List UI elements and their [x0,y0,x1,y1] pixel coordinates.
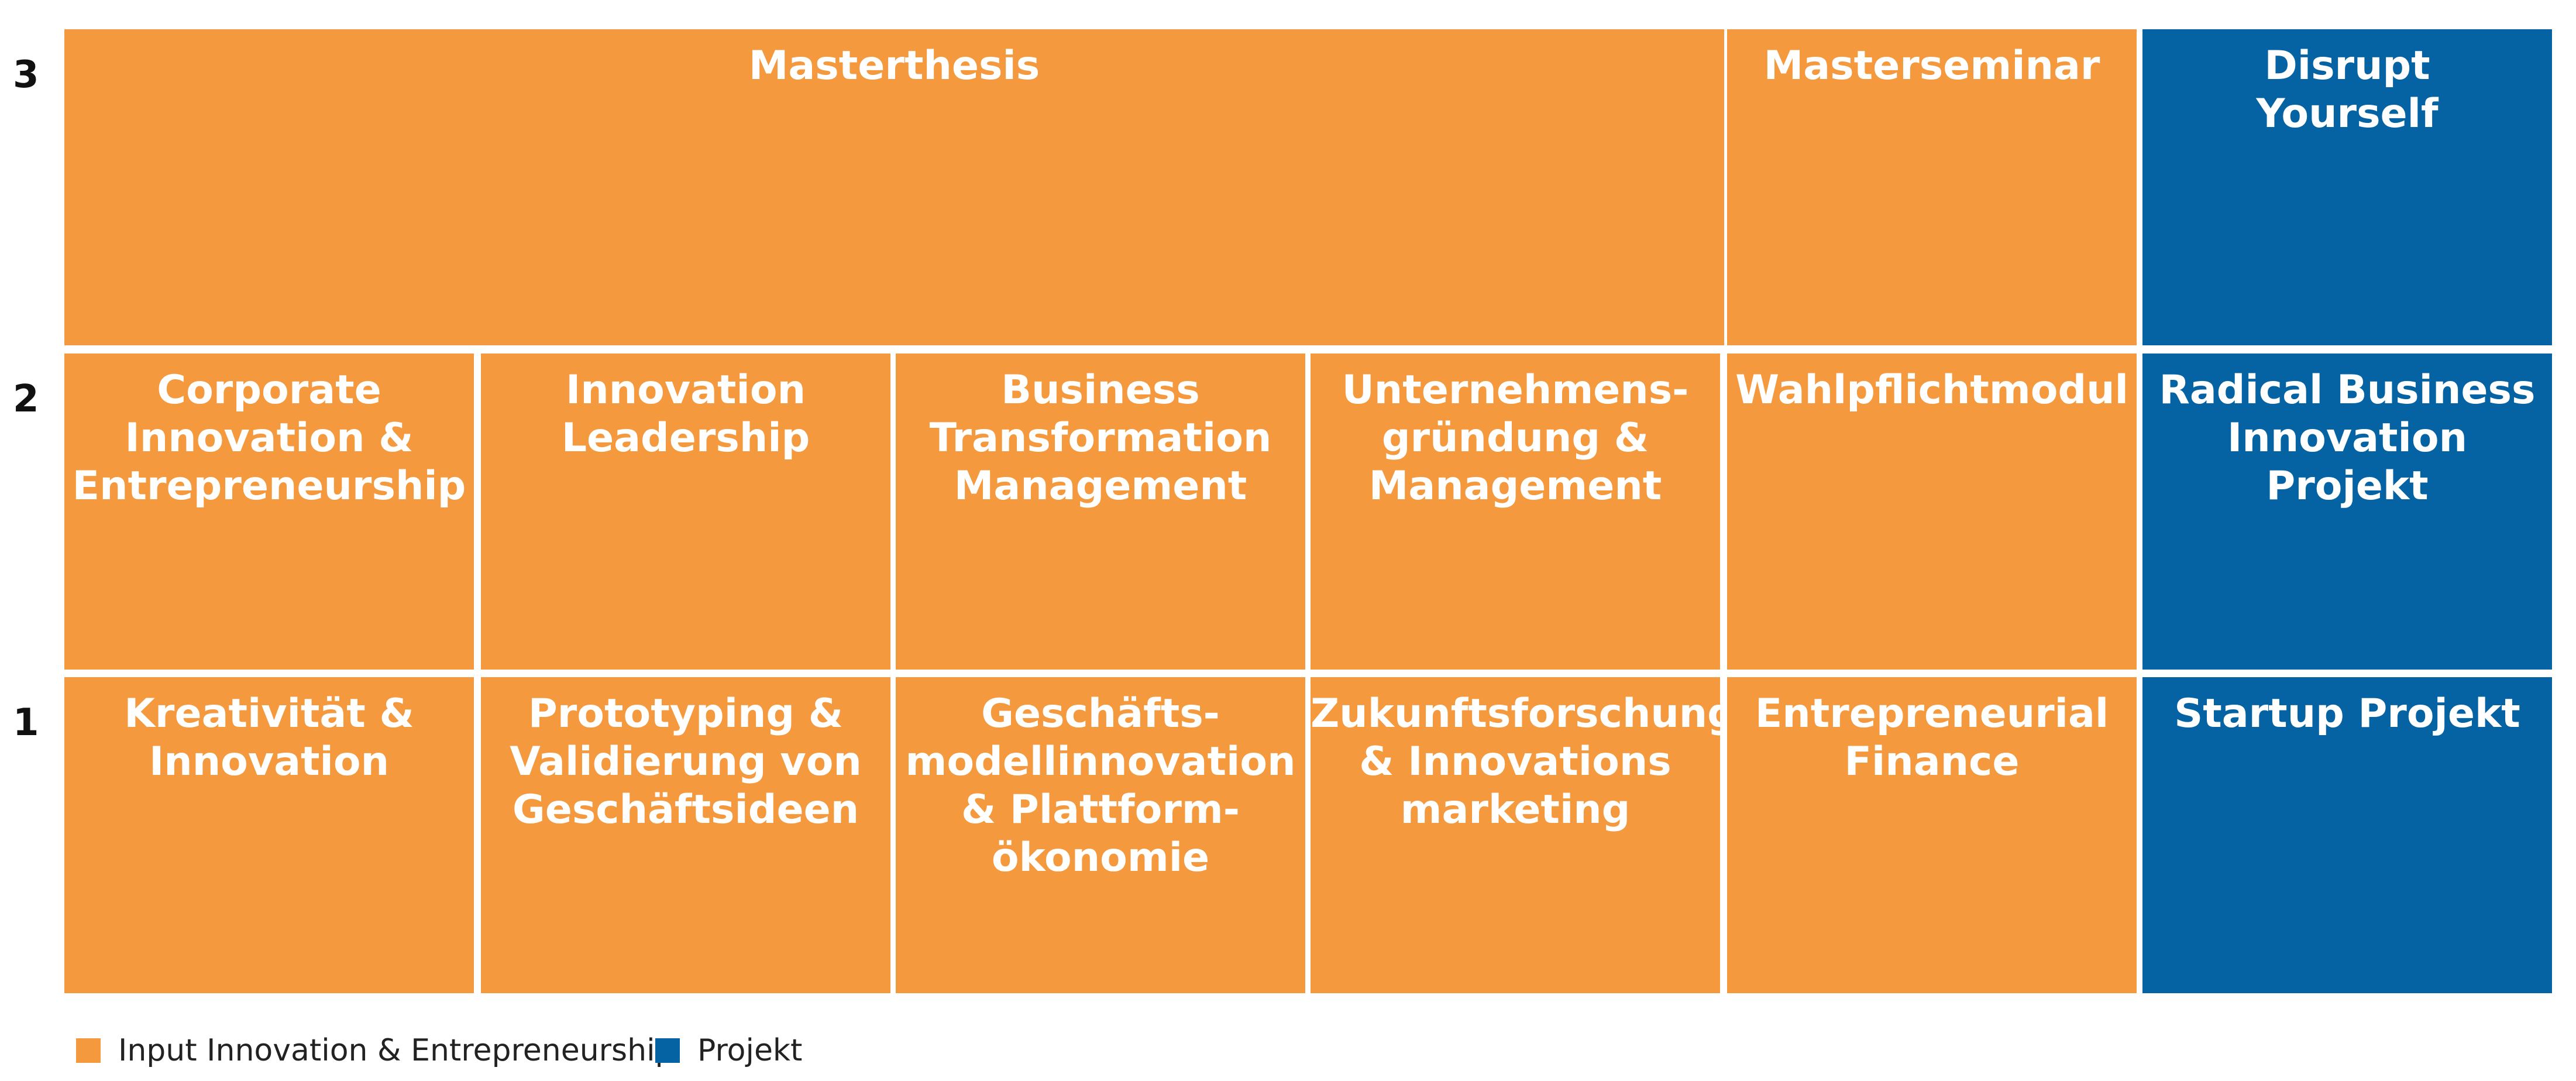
module-kreativitaet: Kreativität & Innovation [64,677,474,993]
module-innovation-leadership: Innovation Leadership [481,354,890,670]
module-zukunftsforschung: Zukunftsforschung & Innovations marketin… [1311,677,1736,993]
module-wahlpflichtmodul: Wahlpflichtmodul [1727,354,2137,670]
module-masterseminar: Masterseminar [1727,29,2137,345]
module-corporate-innovation: Corporate Innovation & Entrepreneurship [64,354,474,670]
row-label-1: 1 [13,701,39,744]
module-unternehmensgruendung: Unternehmens- gründung & Management [1311,354,1720,670]
module-masterthesis: Masterthesis [64,29,1724,345]
module-startup-projekt: Startup Projekt [2142,677,2552,993]
legend-projekt-label: Projekt [697,1033,803,1068]
module-geschaeftsmodell: Geschäfts- modellinnovation & Plattform-… [896,677,1305,993]
legend-projekt-swatch [655,1038,680,1063]
module-business-transformation: Business Transformation Management [896,354,1305,670]
row-label-3: 3 [13,53,39,97]
module-radical-business: Radical Business Innovation Projekt [2142,354,2552,670]
legend-input: Input Innovation & Entrepreneurship [76,1030,675,1071]
legend-input-swatch [76,1038,101,1063]
module-prototyping: Prototyping & Validierung von Geschäftsi… [481,677,890,993]
module-disrupt-yourself: Disrupt Yourself [2142,29,2552,345]
module-entrepreneurial-finance: Entrepreneurial Finance [1727,677,2137,993]
legend-input-label: Input Innovation & Entrepreneurship [118,1033,675,1068]
row-label-2: 2 [13,378,39,421]
legend-projekt: Projekt [655,1030,802,1071]
